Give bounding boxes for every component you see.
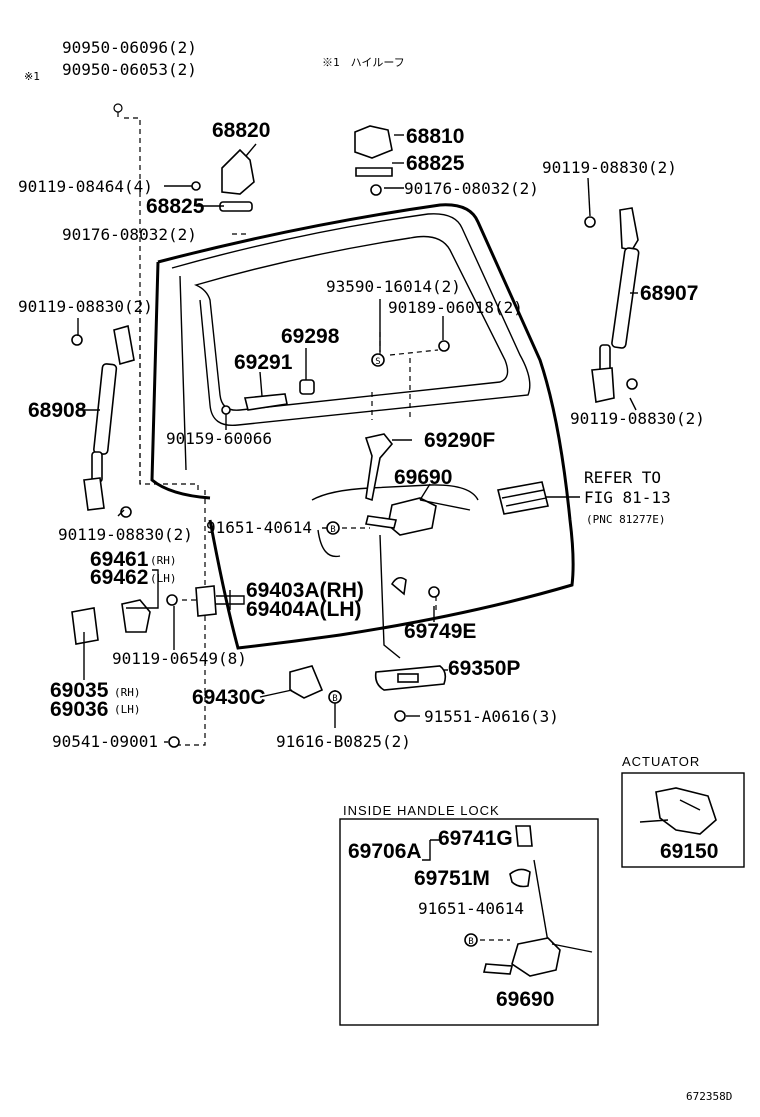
label-69706A: 69706A: [348, 840, 422, 863]
label-69430C: 69430C: [192, 686, 266, 709]
label-90119-06549: 90119-06549(8): [112, 649, 247, 668]
label-note-star1: ※1: [24, 70, 40, 83]
label-68907: 68907: [640, 282, 698, 305]
washer-icon: [113, 103, 123, 113]
label-90950-06053: 90950-06053(2): [62, 60, 197, 79]
label-69035-side: (RH): [114, 686, 141, 699]
label-90119-08830-r2: 90119-08830(2): [570, 409, 705, 428]
label-90119-08830-tr: 90119-08830(2): [542, 158, 677, 177]
lock-assembly-main: [364, 433, 549, 659]
label-69036: 69036: [50, 698, 108, 721]
label-90189: 90189-06018(2): [388, 298, 523, 317]
damper-68908: [71, 324, 135, 518]
marker-s: [371, 353, 385, 367]
label-68825-top: 68825: [406, 152, 465, 175]
label-69035: 69035: [50, 679, 109, 702]
label-68820: 68820: [212, 119, 270, 142]
figure-number: 672358D: [686, 1090, 732, 1103]
label-actuator-title: ACTUATOR: [622, 754, 700, 769]
label-69298: 69298: [281, 325, 340, 348]
stopper-68810: [354, 125, 393, 196]
label-note-high-roof: ※1 ハイルーフ: [322, 56, 405, 69]
label-93590: 93590-16014(2): [326, 277, 461, 296]
label-68908: 68908: [28, 399, 87, 422]
label-90950-06096: 90950-06096(2): [62, 38, 197, 57]
label-69461-side: (RH): [150, 554, 177, 567]
glass-hinge-69291: [221, 340, 450, 415]
handle-69350P: [374, 665, 447, 722]
label-91616: 91616-B0825(2): [276, 732, 411, 751]
label-69462: 69462: [90, 566, 148, 589]
label-90541: 90541-09001: [52, 732, 158, 751]
inside-handle-lock-box: [339, 818, 599, 1026]
label-inside-title: INSIDE HANDLE LOCK: [343, 803, 500, 818]
label-69291: 69291: [234, 351, 293, 374]
marker-s-text: S: [375, 357, 380, 367]
back-door-panel: [150, 203, 575, 650]
latch-69430C: [289, 665, 324, 699]
label-68810: 68810: [406, 125, 464, 148]
label-91551: 91551-A0616(3): [424, 707, 559, 726]
label-90119-08830-l: 90119-08830(2): [18, 297, 153, 316]
label-90119-08464: 90119-08464(4): [18, 177, 153, 196]
hinge-69461: [121, 585, 217, 633]
label-69403A: 69403A(RH): [246, 579, 364, 602]
label-69150: 69150: [660, 840, 718, 863]
label-69751M: 69751M: [414, 867, 490, 890]
striker-69035: [71, 607, 180, 748]
label-69404A: 69404A(LH): [246, 598, 362, 621]
label-69350P: 69350P: [448, 657, 520, 680]
label-69461: 69461: [90, 548, 149, 571]
label-68825-left: 68825: [146, 195, 205, 218]
label-69749E: 69749E: [404, 620, 476, 643]
label-69690-inset: 69690: [496, 988, 554, 1011]
label-refer-2: FIG 81-13: [584, 488, 671, 507]
label-69741G: 69741G: [438, 827, 513, 850]
leader-lines: [77, 134, 638, 743]
marker-b-3: [464, 933, 478, 947]
marker-b-3-text: B: [468, 937, 473, 947]
markers: S B B B: [326, 353, 478, 947]
label-refer-3: (PNC 81277E): [586, 513, 665, 526]
label-69290F: 69290F: [424, 429, 495, 452]
labels: 90950-06096(2) 90950-06053(2) ※1 ※1 ハイルー…: [18, 38, 732, 1103]
label-69462-side: (LH): [150, 572, 177, 585]
damper-68907: [584, 207, 640, 403]
label-91651-main: 91651-40614: [206, 518, 312, 537]
label-90159: 90159-60066: [166, 429, 272, 448]
label-69690-main: 69690: [394, 466, 452, 489]
label-90176-left: 90176-08032(2): [62, 225, 197, 244]
marker-b-2-text: B: [332, 694, 337, 704]
label-69036-side: (LH): [114, 703, 141, 716]
label-refer-1: REFER TO: [584, 468, 661, 487]
marker-b-1-text: B: [330, 525, 335, 535]
label-90176-top: 90176-08032(2): [404, 179, 539, 198]
label-91651-inset: 91651-40614: [418, 899, 524, 918]
actuator-box: [621, 772, 745, 868]
label-90119-08830-l2: 90119-08830(2): [58, 525, 193, 544]
